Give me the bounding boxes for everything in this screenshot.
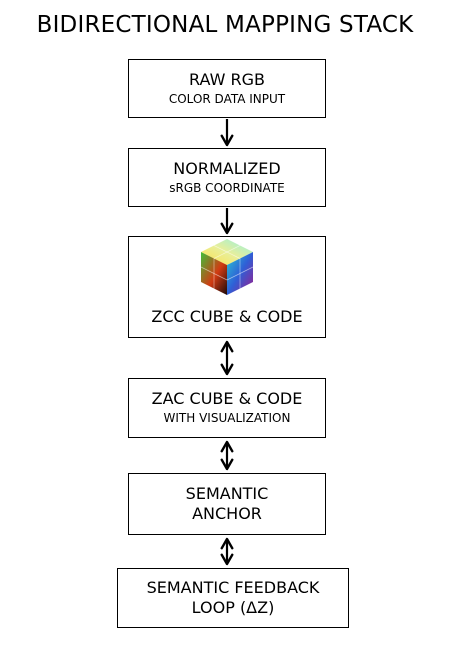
zcc-cube-title: ZCC CUBE & CODE [151, 307, 303, 326]
raw-rgb-box: RAW RGB COLOR DATA INPUT [128, 59, 326, 118]
diagram-title: BIDIRECTIONAL MAPPING STACK [36, 12, 414, 38]
semantic-anchor-title: SEMANTIC [185, 484, 269, 503]
zcc-cube-box: ZCC CUBE & CODE [128, 236, 326, 338]
zac-cube-box: ZAC CUBE & CODE WITH VISUALIZATION [128, 378, 326, 438]
semantic-feedback-box: SEMANTIC FEEDBACK LOOP (ΔZ) [117, 568, 349, 628]
raw-rgb-title: RAW RGB [189, 69, 265, 89]
semantic-anchor-subtitle: ANCHOR [192, 504, 262, 523]
semantic-feedback-subtitle: LOOP (ΔZ) [191, 598, 275, 617]
zac-cube-subtitle: WITH VISUALIZATION [163, 411, 291, 425]
normalized-subtitle: sRGB COORDINATE [169, 180, 285, 195]
normalized-title: NORMALIZED [173, 158, 281, 178]
normalized-box: NORMALIZED sRGB COORDINATE [128, 148, 326, 207]
semantic-anchor-box: SEMANTIC ANCHOR [128, 473, 326, 535]
rgb-color-cube-icon [199, 237, 255, 297]
zac-cube-title: ZAC CUBE & CODE [151, 389, 303, 408]
semantic-feedback-title: SEMANTIC FEEDBACK [146, 578, 320, 597]
raw-rgb-subtitle: COLOR DATA INPUT [168, 91, 286, 106]
